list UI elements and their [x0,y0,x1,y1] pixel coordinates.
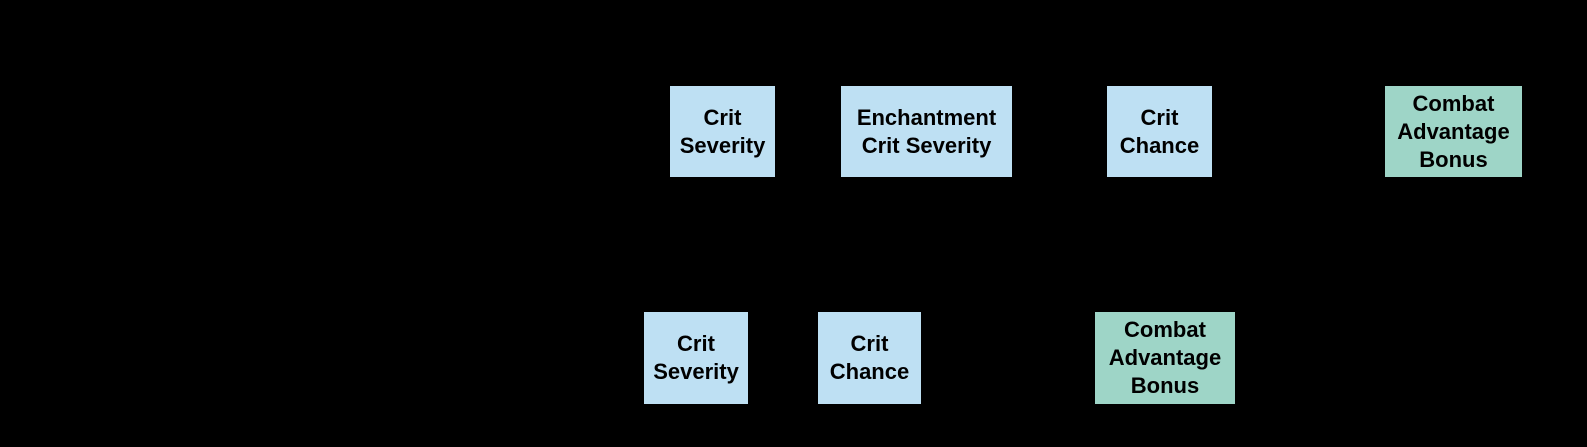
node-crit-chance-bottom: Crit Chance [818,312,921,404]
node-label: Crit Severity [653,331,739,384]
node-label: Enchantment Crit Severity [856,104,997,158]
node-crit-severity-bottom: Crit Severity [644,312,748,404]
node-crit-severity-top: Crit Severity [670,86,775,177]
node-label: Combat Advantage Bonus [1108,317,1222,398]
node-label: Crit Severity [679,104,766,158]
node-label: Crit Chance [829,331,910,384]
node-enchantment-crit-severity: Enchantment Crit Severity [841,86,1012,177]
node-combat-advantage-bonus-bottom: Combat Advantage Bonus [1095,312,1235,404]
node-label: Combat Advantage Bonus [1397,90,1510,172]
node-label: Crit Chance [1119,104,1200,158]
node-crit-chance-top: Crit Chance [1107,86,1212,177]
node-combat-advantage-bonus-top: Combat Advantage Bonus [1385,86,1522,177]
